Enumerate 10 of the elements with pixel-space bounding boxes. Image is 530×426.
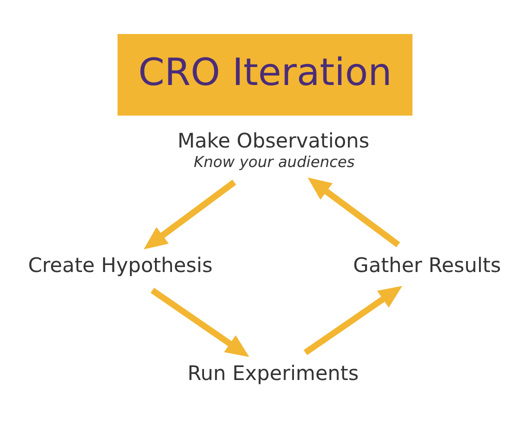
node-text: Run Experiments: [188, 360, 359, 385]
node-text: Gather Results: [353, 252, 502, 277]
node-text: Make Observations: [177, 128, 370, 152]
diagram-title: CRO Iteration: [138, 49, 392, 94]
node-text: Create Hypothesis: [28, 252, 213, 277]
arrow: [144, 179, 236, 249]
arrow: [150, 287, 250, 357]
arrow: [308, 177, 400, 247]
node-label: Know your audiences: [194, 152, 355, 171]
arrow: [304, 285, 402, 355]
